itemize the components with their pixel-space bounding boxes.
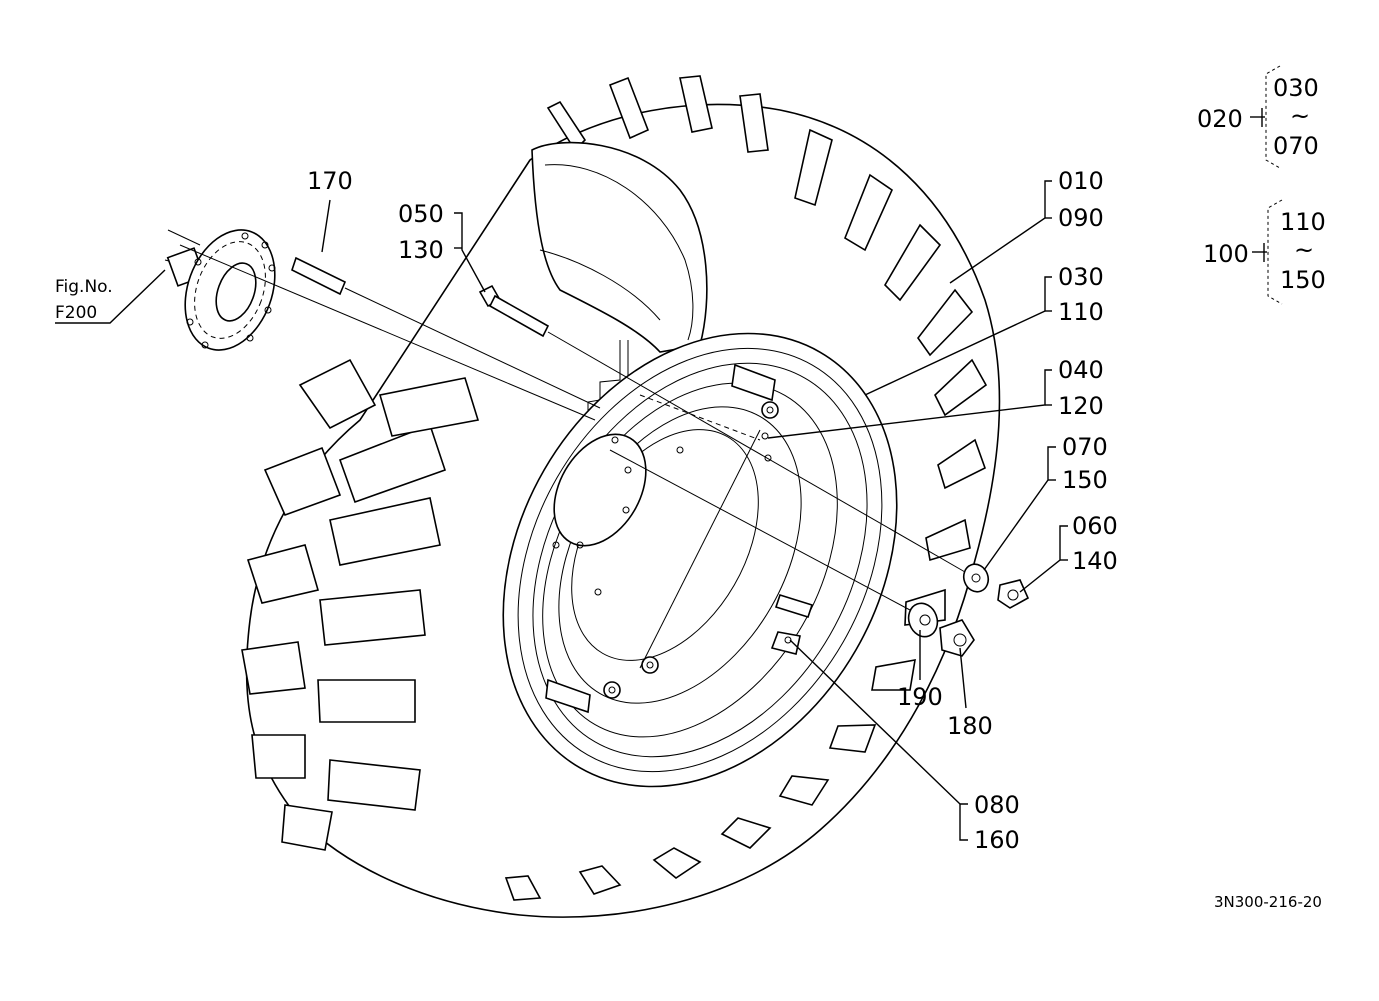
label-120: 120 <box>1058 392 1104 420</box>
label-140: 140 <box>1072 547 1118 575</box>
label-110: 110 <box>1058 298 1104 326</box>
label-160: 160 <box>974 826 1020 854</box>
group-100-from: 110 <box>1280 208 1326 236</box>
label-060: 060 <box>1072 512 1118 540</box>
group-100-parent: 100 <box>1203 240 1249 268</box>
rim-drawing <box>502 332 898 788</box>
stud-bolt <box>291 256 347 296</box>
group-brace-020 <box>1250 65 1281 169</box>
label-040: 040 <box>1058 356 1104 384</box>
leader-lines <box>55 180 1068 841</box>
label-130: 130 <box>398 236 444 264</box>
label-080: 080 <box>974 791 1020 819</box>
label-150: 150 <box>1062 466 1108 494</box>
group-100-tilde: ~ <box>1294 236 1314 264</box>
hub-drawing <box>164 229 276 351</box>
nut-060 <box>997 579 1030 609</box>
tire-cross-section <box>531 141 708 461</box>
label-090: 090 <box>1058 204 1104 232</box>
label-070: 070 <box>1062 433 1108 461</box>
label-010: 010 <box>1058 167 1104 195</box>
group-020-parent: 020 <box>1197 105 1243 133</box>
label-030: 030 <box>1058 263 1104 291</box>
group-100-to: 150 <box>1280 266 1326 294</box>
assembly-lines <box>179 244 966 669</box>
label-180: 180 <box>947 712 993 740</box>
group-brace-100 <box>1252 199 1283 305</box>
label-050: 050 <box>398 200 444 228</box>
washer-190 <box>907 602 939 638</box>
group-020-to: 070 <box>1273 132 1319 160</box>
label-190: 190 <box>897 683 943 711</box>
label-170: 170 <box>307 167 353 195</box>
nut-180 <box>939 619 975 657</box>
group-020-from: 030 <box>1273 74 1319 102</box>
figure-ref-line1: Fig.No. <box>55 277 113 297</box>
figure-ref-line2: F200 <box>55 303 97 323</box>
figure-reference: Fig.No. F200 <box>55 277 113 323</box>
group-020-tilde: ~ <box>1290 102 1310 130</box>
drawing-number: 3N300-216-20 <box>1214 893 1322 911</box>
washer-070 <box>962 563 990 593</box>
